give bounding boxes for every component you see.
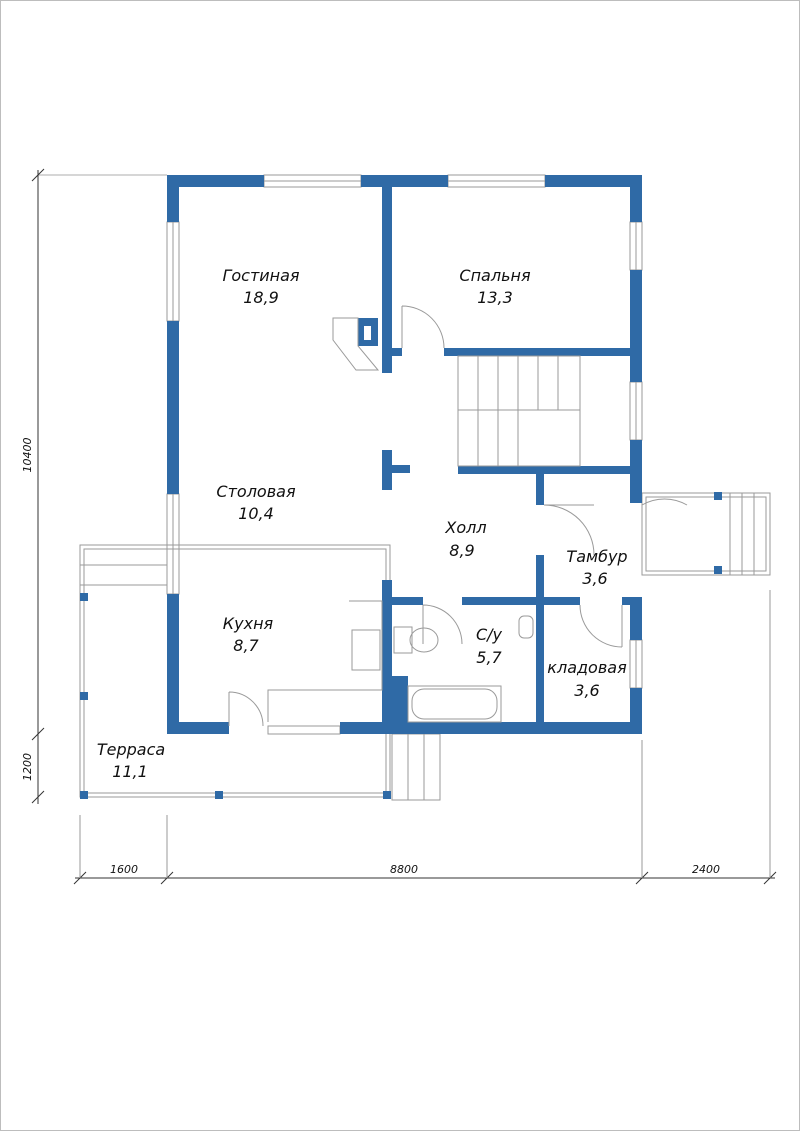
terrace-steps — [391, 733, 441, 801]
room-area: 11,1 — [112, 762, 148, 781]
dim-height-main: 10400 — [21, 438, 34, 473]
room-labels: Гостиная 18,9 Спальня 13,3 Столовая 10,4… — [97, 266, 628, 781]
walls — [167, 175, 642, 734]
room-area: 3,6 — [574, 681, 599, 700]
terrace-outline — [79, 544, 391, 799]
room-name: Тамбур — [566, 547, 627, 566]
room-name: Кухня — [223, 614, 274, 633]
dim-height-terrace: 1200 — [21, 753, 34, 781]
room-name: С/у — [476, 625, 503, 644]
room-area: 8,9 — [449, 541, 474, 560]
dim-width-main: 8800 — [390, 863, 418, 876]
porch — [641, 492, 771, 576]
dim-width-left: 1600 — [110, 863, 138, 876]
fixtures — [228, 305, 688, 727]
room-name: кладовая — [547, 658, 627, 677]
dimension-lines — [31, 168, 777, 885]
room-area: 13,3 — [477, 288, 513, 307]
dim-width-right: 2400 — [692, 863, 720, 876]
room-area: 5,7 — [476, 648, 502, 667]
room-area: 18,9 — [243, 288, 279, 307]
room-area: 3,6 — [582, 569, 607, 588]
room-name: Столовая — [216, 482, 296, 501]
room-name: Холл — [444, 518, 486, 537]
room-name: Терраса — [97, 740, 165, 759]
room-name: Спальня — [459, 266, 531, 285]
dimension-labels: 10400 1200 1600 8800 2400 — [21, 438, 720, 877]
room-area: 8,7 — [233, 636, 259, 655]
room-area: 10,4 — [238, 504, 274, 523]
room-name: Гостиная — [222, 266, 299, 285]
